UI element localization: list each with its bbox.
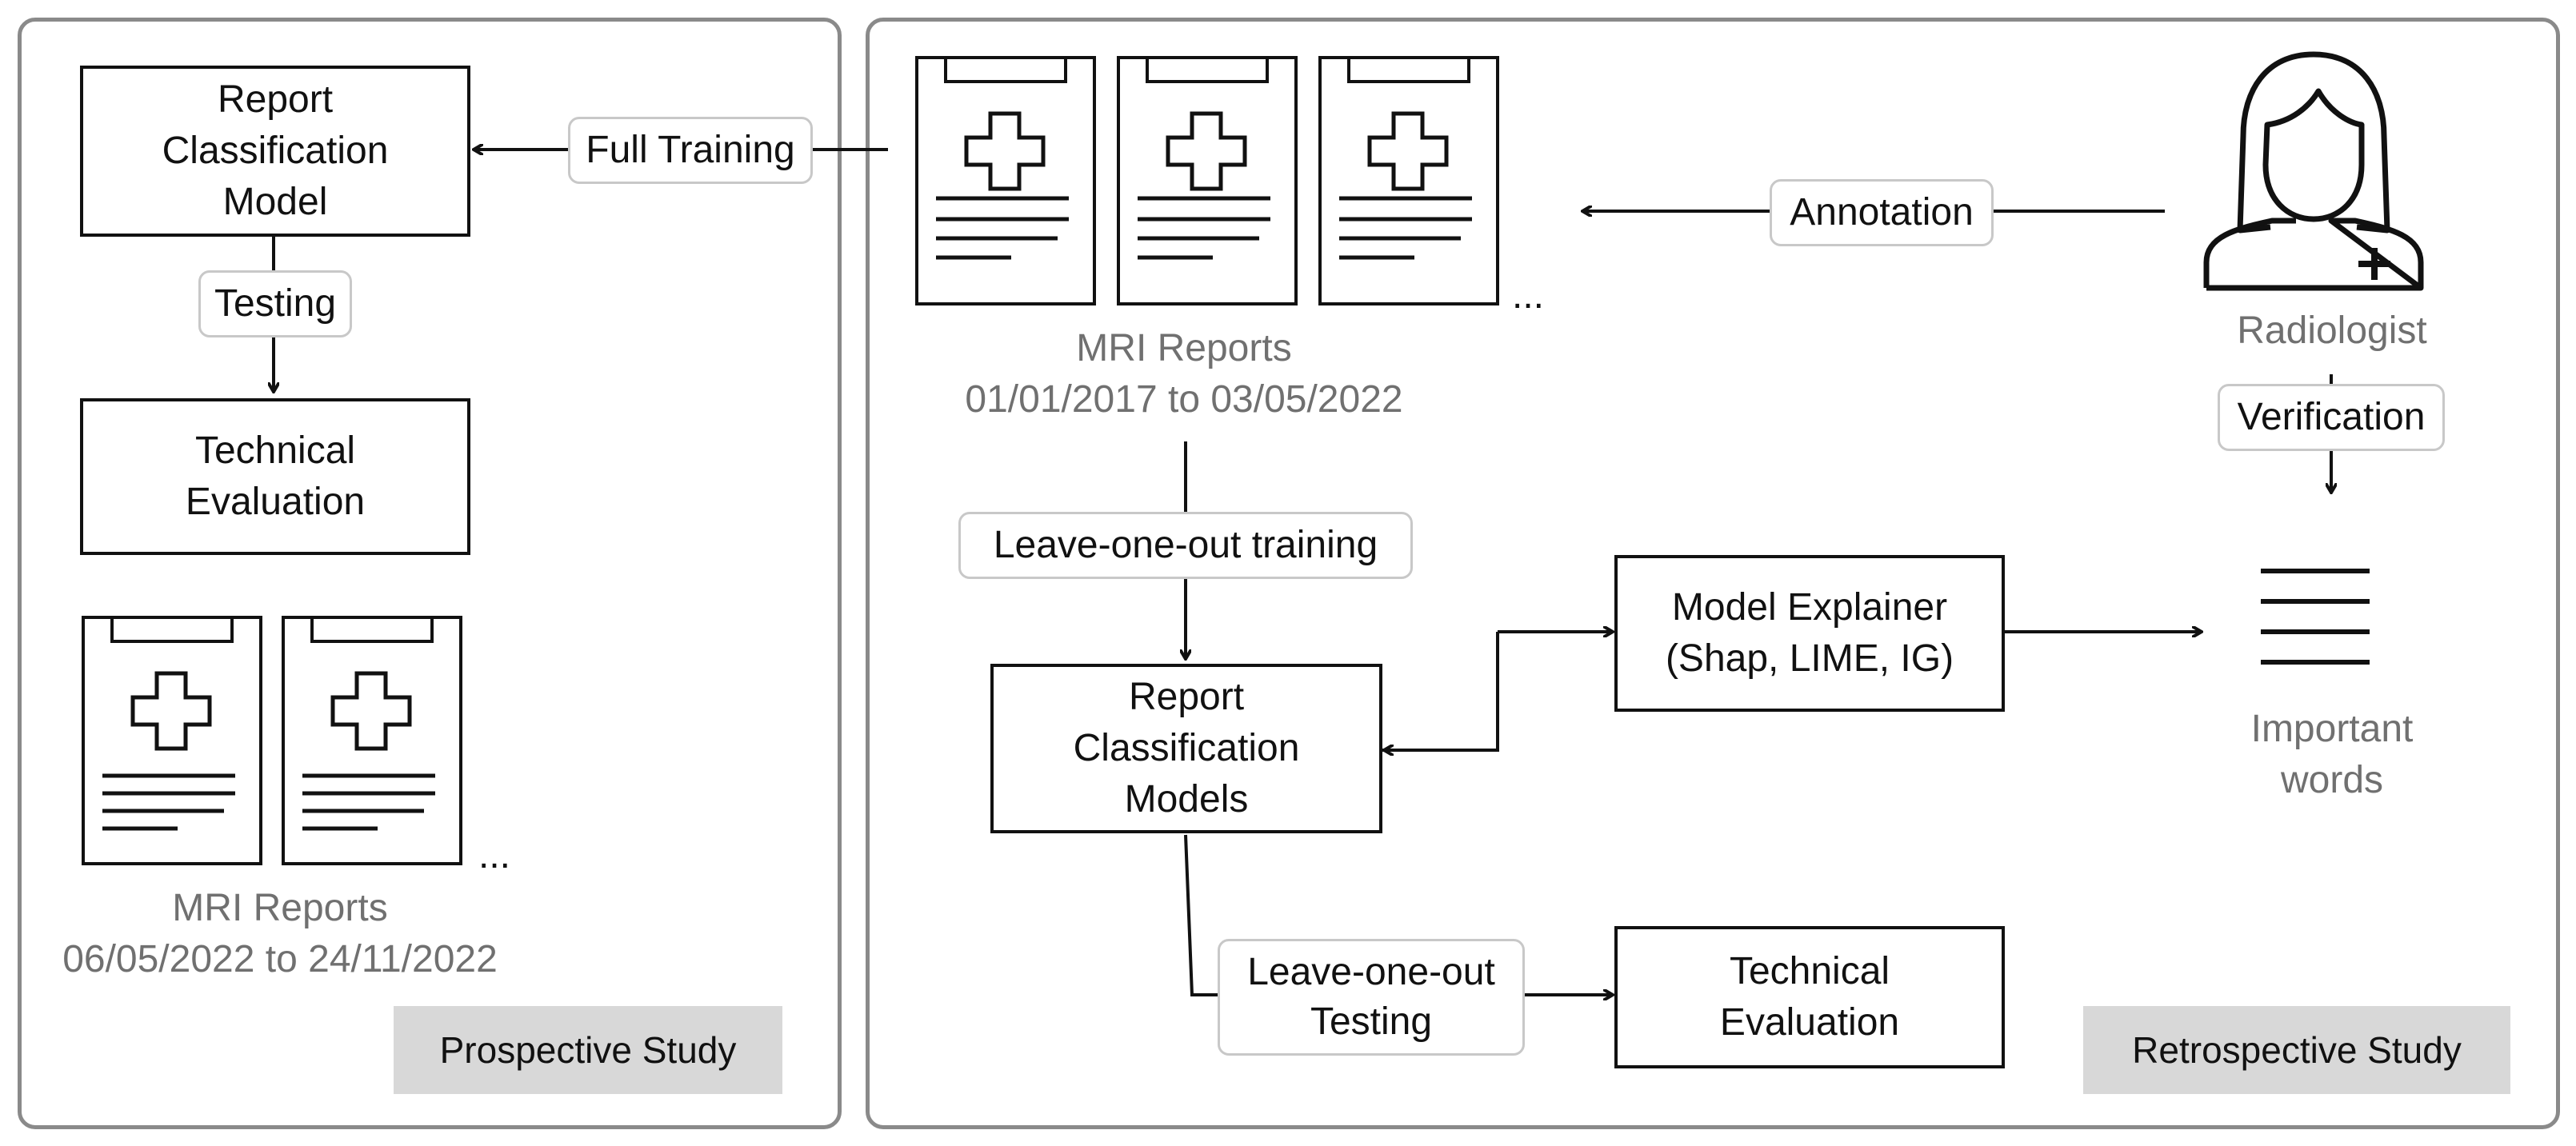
prospective-evaluation-box: Technical Evaluation bbox=[80, 398, 470, 555]
prospective-study-label: Prospective Study bbox=[394, 1006, 782, 1094]
loo-testing-path bbox=[1184, 834, 1224, 996]
model-explainer-box: Model Explainer (Shap, LIME, IG) bbox=[1614, 555, 2005, 712]
report-icon bbox=[1117, 56, 1298, 305]
loo-training-tag: Leave-one-out training bbox=[958, 512, 1413, 579]
report-icon bbox=[82, 616, 262, 865]
report-icon bbox=[282, 616, 462, 865]
radiologist-label: Radiologist bbox=[2237, 309, 2427, 352]
retrospective-panel bbox=[866, 18, 2560, 1129]
prospective-reports-caption: MRI Reports 06/05/2022 to 24/11/2022 bbox=[62, 887, 498, 980]
retrospective-reports-caption: MRI Reports 01/01/2017 to 03/05/2022 bbox=[965, 327, 1403, 421]
report-icon bbox=[1318, 56, 1499, 305]
retrospective-ellipsis: ... bbox=[1512, 274, 1545, 317]
prospective-model-box: Report Classification Model bbox=[80, 66, 470, 237]
explainer-models-link bbox=[1381, 632, 1499, 752]
annotation-tag: Annotation bbox=[1770, 179, 1994, 246]
verification-tag: Verification bbox=[2218, 384, 2445, 451]
prospective-ellipsis: ... bbox=[478, 834, 511, 876]
prospective-panel bbox=[18, 18, 842, 1129]
radiologist-icon bbox=[2203, 51, 2424, 291]
retrospective-evaluation-box: Technical Evaluation bbox=[1614, 926, 2005, 1068]
testing-tag: Testing bbox=[198, 270, 352, 337]
words-icon bbox=[2261, 569, 2370, 665]
retrospective-study-label: Retrospective Study bbox=[2083, 1006, 2510, 1094]
full-training-tag: Full Training bbox=[568, 117, 813, 184]
important-words-label: Important words bbox=[2250, 708, 2414, 801]
loo-testing-tag: Leave-one-out Testing bbox=[1218, 939, 1525, 1056]
report-icon bbox=[915, 56, 1096, 305]
classification-models-box: Report Classification Models bbox=[990, 664, 1382, 833]
